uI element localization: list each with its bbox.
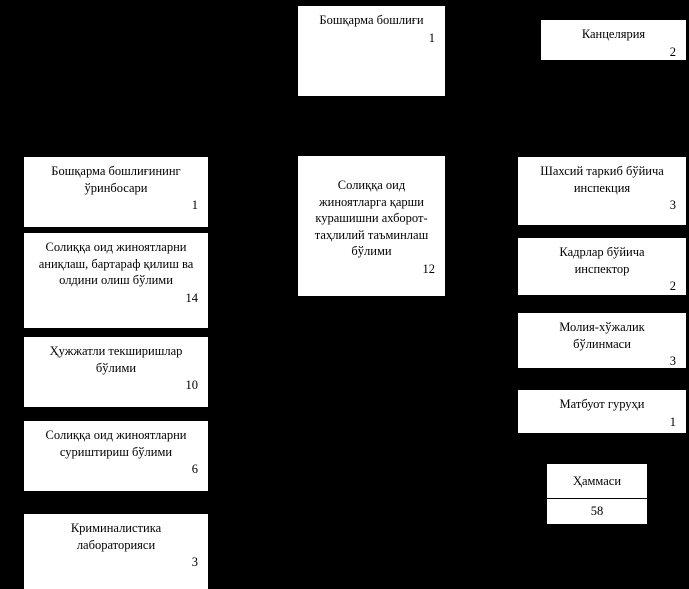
org-node-deputy-head-count: 1 <box>191 198 198 212</box>
org-node-deputy-head[interactable]: Бошқарма бошлиғининг ўринбосари 1 <box>24 157 208 227</box>
org-node-deputy-head-label: Бошқарма бошлиғининг ўринбосари <box>51 164 181 195</box>
org-node-tax-crime-investigation-label: Солиққа оид жиноятларни суриштириш бўлим… <box>45 428 187 459</box>
org-node-criminalistics-lab[interactable]: Криминалистика лабораторияси 3 <box>24 514 208 589</box>
org-node-tax-crime-detection-label: Солиққа оид жиноятларни аниқлаш, бартара… <box>38 240 194 287</box>
org-node-head[interactable]: Бошқарма бошлиғи 1 <box>298 6 445 96</box>
org-node-info-analysis-label: Солиққа оид жиноятларга қарши курашишни … <box>314 178 429 258</box>
org-node-tax-crime-detection-count: 14 <box>185 290 199 305</box>
org-node-tax-crime-detection[interactable]: Солиққа оид жиноятларни аниқлаш, бартара… <box>24 233 208 328</box>
org-node-press-group-label: Матбуот гуруҳи <box>559 397 645 411</box>
org-node-press-group[interactable]: Матбуот гуруҳи 1 <box>518 390 686 433</box>
org-node-personnel-inspection-count: 3 <box>669 198 676 212</box>
total-summary-box[interactable]: Ҳаммаси 58 <box>547 464 647 524</box>
org-node-criminalistics-lab-label: Криминалистика лабораторияси <box>70 521 162 552</box>
org-node-head-count: 1 <box>428 30 435 45</box>
org-node-tax-crime-investigation-count: 6 <box>191 462 198 476</box>
org-node-cadre-inspector-count: 2 <box>669 279 676 293</box>
org-node-document-inspections-label: Ҳужжатли текширишлар бўлими <box>49 344 183 375</box>
org-node-finance-economy-count: 3 <box>669 354 676 368</box>
org-node-head-label: Бошқарма бошлиғи <box>319 13 424 27</box>
org-node-chancellery-count: 2 <box>669 44 676 59</box>
org-node-tax-crime-investigation[interactable]: Солиққа оид жиноятларни суриштириш бўлим… <box>24 421 208 491</box>
org-node-info-analysis[interactable]: Солиққа оид жиноятларга қарши курашишни … <box>298 156 445 296</box>
org-node-finance-economy-label: Молия-хўжалик бўлинмаси <box>559 320 645 351</box>
org-node-finance-economy[interactable]: Молия-хўжалик бўлинмаси 3 <box>518 313 686 368</box>
total-value: 58 <box>590 504 604 518</box>
org-node-document-inspections-count: 10 <box>185 378 199 392</box>
org-node-personnel-inspection-label: Шахсий таркиб бўйича инспекция <box>540 164 664 195</box>
org-node-chancellery[interactable]: Канцелярия 2 <box>541 20 686 60</box>
org-node-personnel-inspection[interactable]: Шахсий таркиб бўйича инспекция 3 <box>518 157 686 225</box>
org-node-chancellery-label: Канцелярия <box>581 27 646 41</box>
total-label: Ҳаммаси <box>547 464 647 499</box>
org-node-cadre-inspector[interactable]: Кадрлар бўйича инспектор 2 <box>518 238 686 295</box>
org-node-cadre-inspector-label: Кадрлар бўйича инспектор <box>559 245 645 276</box>
org-node-document-inspections[interactable]: Ҳужжатли текширишлар бўлими 10 <box>24 337 208 407</box>
org-node-info-analysis-count: 12 <box>422 261 436 276</box>
org-node-criminalistics-lab-count: 3 <box>191 555 198 569</box>
org-node-press-group-count: 1 <box>669 414 676 429</box>
